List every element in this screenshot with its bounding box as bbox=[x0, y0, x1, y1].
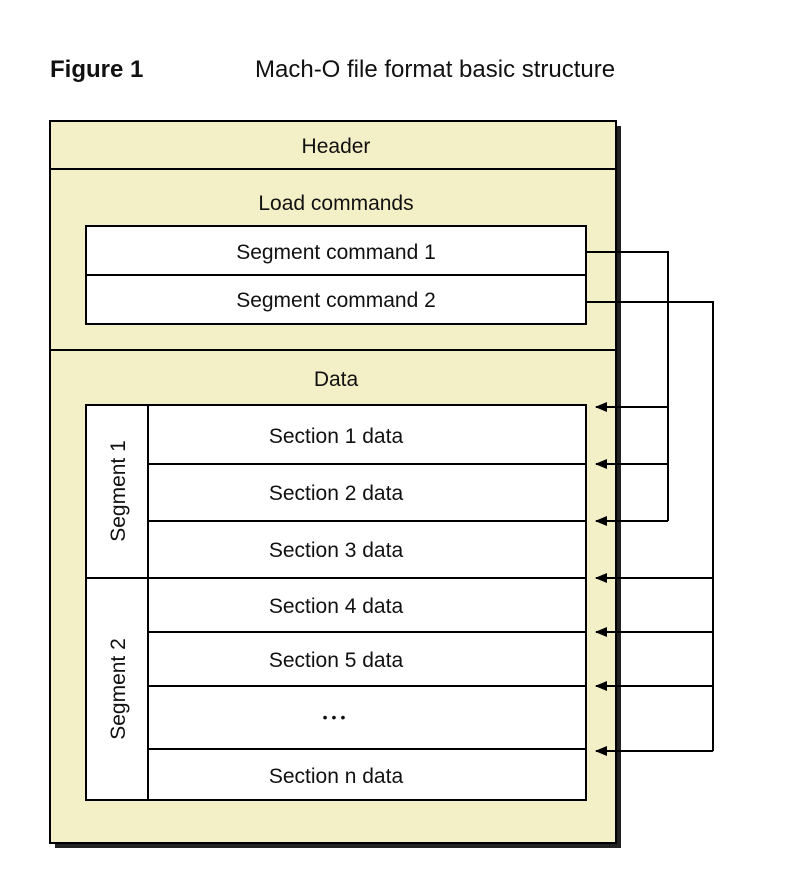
segment-command-2: Segment command 2 bbox=[236, 289, 436, 312]
load-commands-label: Load commands bbox=[258, 192, 413, 215]
segment-1-label: Segment 1 bbox=[107, 440, 130, 542]
ellipsis-label: ••• bbox=[323, 709, 350, 725]
section-1-label: Section 1 data bbox=[269, 425, 404, 448]
segment-2-label: Segment 2 bbox=[107, 638, 130, 740]
figure-label: Figure 1 bbox=[50, 56, 144, 83]
data-label: Data bbox=[314, 368, 359, 391]
segment-command-1-connector bbox=[586, 251, 669, 521]
data-box bbox=[85, 404, 587, 801]
section-5-label: Section 5 data bbox=[269, 649, 404, 672]
figure-title: Mach-O file format basic structure bbox=[255, 56, 616, 83]
section-3-label: Section 3 data bbox=[269, 539, 404, 562]
segment-command-2-connector bbox=[586, 301, 714, 751]
segment-command-1: Segment command 1 bbox=[236, 241, 436, 264]
section-4-label: Section 4 data bbox=[269, 595, 404, 618]
section-2-label: Section 2 data bbox=[269, 482, 404, 505]
header-label: Header bbox=[302, 135, 371, 158]
section-n-label: Section n data bbox=[269, 765, 404, 788]
